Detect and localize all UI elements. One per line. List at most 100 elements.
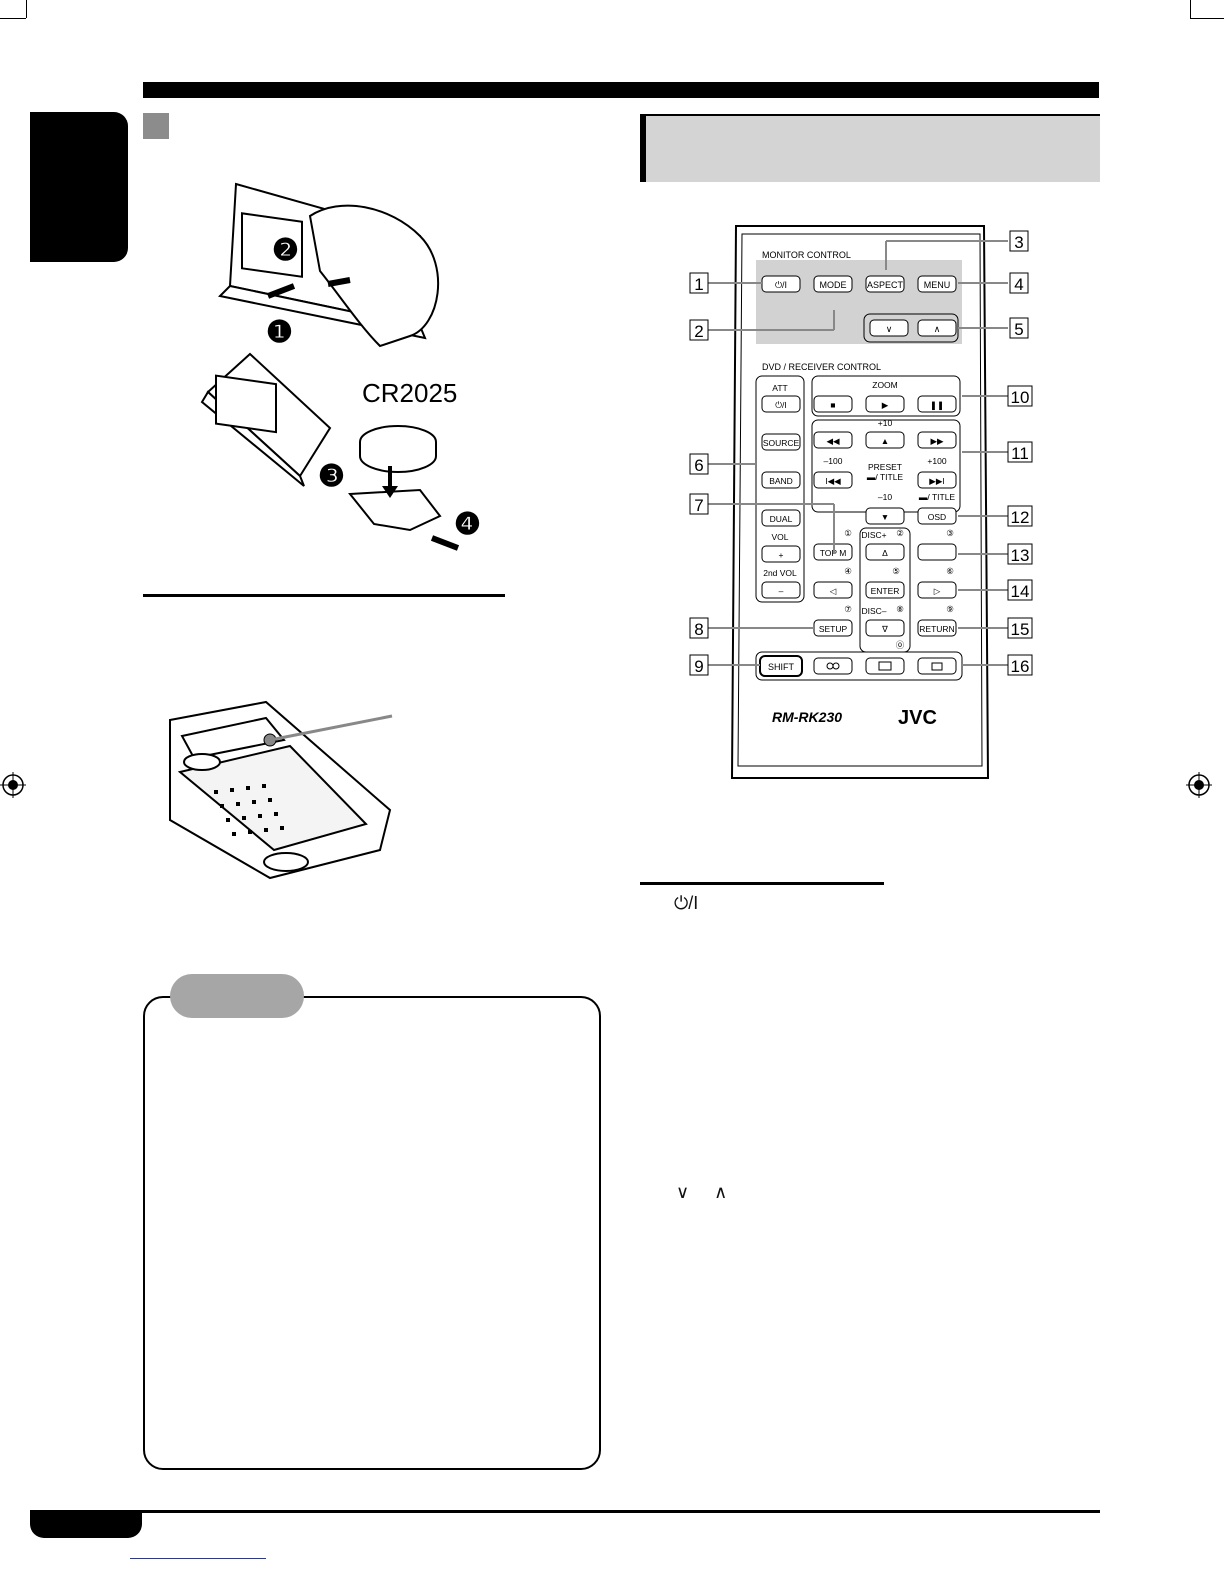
minus10-label: –10: [878, 492, 892, 502]
aspect-button-label: ASPECT: [867, 280, 904, 290]
callout-7: 7: [694, 496, 703, 515]
att-label: ATT: [772, 383, 787, 393]
footer-link-underline: [130, 1558, 266, 1559]
number-0: ⓪: [896, 640, 905, 650]
right-section-rule: [640, 882, 884, 885]
setup-button-label: SETUP: [819, 624, 848, 634]
cursor-up-button-label: Δ: [882, 548, 888, 558]
up-button[interactable]: [917, 319, 957, 337]
page-number-tab: [30, 1512, 142, 1538]
power-standby-symbol: ⏻/I: [674, 893, 699, 913]
previous-button[interactable]: [813, 471, 853, 489]
number-5: ⑤: [892, 566, 900, 576]
vol-label: VOL: [771, 532, 788, 542]
dvd-receiver-control-label: DVD / RECEIVER CONTROL: [762, 362, 881, 372]
power2-button[interactable]: [761, 395, 801, 413]
folder-title-label: ▬/ TITLE: [867, 472, 904, 482]
menu-button-label: MENU: [924, 280, 951, 290]
dual-button-label: DUAL: [770, 514, 793, 524]
registration-mark-icon: [1186, 772, 1212, 798]
disc-plus-label: DISC+: [861, 530, 886, 540]
play-button[interactable]: [865, 395, 905, 413]
callout-5: 5: [1014, 320, 1023, 339]
source-button[interactable]: [761, 433, 801, 451]
band-button[interactable]: [761, 471, 801, 489]
disc-minus-label: DISC–: [861, 606, 886, 616]
section-header-band: [640, 114, 1100, 182]
callout-4: 4: [1014, 275, 1023, 294]
pause-button-label: ❚❚: [930, 400, 944, 411]
cursor-right-button-label: ▷: [934, 586, 941, 596]
vol-minus-button[interactable]: [761, 581, 801, 599]
enter-button-label: ENTER: [871, 586, 900, 596]
callout-11: 11: [1011, 444, 1029, 463]
preset-down-button[interactable]: [865, 507, 905, 525]
vol-plus-button[interactable]: [761, 545, 801, 563]
fast-forward-button-label: ▶▶: [930, 436, 944, 446]
number-8: ⑧: [896, 604, 904, 614]
battery-type: CR2025: [362, 378, 457, 408]
battery-replacement-illustration: ❷ ❶ CR2025 ❸ ❹: [200, 182, 481, 551]
cursor-right-button[interactable]: [917, 581, 957, 599]
fast-forward-button[interactable]: [917, 431, 957, 449]
callout-6: 6: [694, 456, 703, 475]
number-1: ①: [844, 528, 852, 538]
callout-15: 15: [1011, 620, 1030, 639]
number-4: ④: [844, 566, 852, 576]
mode-button[interactable]: [813, 275, 853, 293]
registration-mark-icon: [0, 772, 26, 798]
return-button-label: RETURN: [919, 624, 954, 634]
play-button-label: ▶: [882, 400, 889, 410]
number-3: ③: [946, 528, 954, 538]
osd-button-label: OSD: [928, 512, 946, 522]
number-2: ②: [896, 528, 904, 538]
down-button[interactable]: [869, 319, 909, 337]
preset-up-button[interactable]: [865, 431, 905, 449]
step-3: ❸: [318, 460, 345, 493]
menu-button[interactable]: [917, 275, 957, 293]
top-rule: [143, 82, 1099, 98]
stop-button[interactable]: [813, 395, 853, 413]
section-marker: [143, 113, 169, 139]
next-button[interactable]: [917, 471, 957, 489]
number-6: ⑥: [946, 566, 954, 576]
caution-label-pill: [170, 974, 304, 1018]
monitor-control-label: MONITOR CONTROL: [762, 250, 851, 260]
pause-button[interactable]: [917, 395, 957, 413]
bottom-rule: [30, 1510, 1100, 1513]
return-button[interactable]: [917, 619, 957, 637]
osd-button[interactable]: [917, 507, 957, 525]
shift-button-label: SHIFT: [768, 662, 795, 672]
enter-button[interactable]: [865, 581, 905, 599]
cursor-down-button[interactable]: [865, 619, 905, 637]
cursor-left-button[interactable]: [813, 581, 853, 599]
callout-9: 9: [694, 657, 703, 676]
rewind-button[interactable]: [813, 431, 853, 449]
dual-button[interactable]: [761, 509, 801, 527]
preset-label: PRESET: [868, 462, 902, 472]
callout-2: 2: [694, 322, 703, 341]
language-tab: [30, 112, 128, 262]
subtitle-button[interactable]: [865, 657, 905, 675]
callout-10: 10: [1011, 388, 1030, 407]
monitor-sensor-illustration: [169, 700, 393, 880]
zoom-label: ZOOM: [872, 380, 898, 390]
vol-plus-button-label: +: [779, 550, 784, 560]
blank-button[interactable]: [917, 543, 957, 561]
aspect-button[interactable]: [865, 275, 905, 293]
callout-1: 1: [694, 275, 703, 294]
callout-14: 14: [1011, 582, 1030, 601]
cursor-up-button[interactable]: [865, 543, 905, 561]
step-1: ❶: [266, 316, 293, 349]
step-4: ❹: [454, 508, 481, 541]
cursor-left-button-label: ◁: [830, 586, 837, 596]
brand-logo: JVC: [898, 707, 937, 729]
caution-box: [143, 996, 601, 1470]
model-name: RM-RK230: [772, 709, 842, 725]
next-button-label: ▶▶I: [929, 476, 944, 486]
left-section-rule: [143, 594, 505, 597]
callout-3: 3: [1014, 233, 1023, 252]
folder-title-label-2: ▬/ TITLE: [919, 492, 956, 502]
angle-button[interactable]: [917, 657, 957, 675]
number-7: ⑦: [844, 604, 852, 614]
